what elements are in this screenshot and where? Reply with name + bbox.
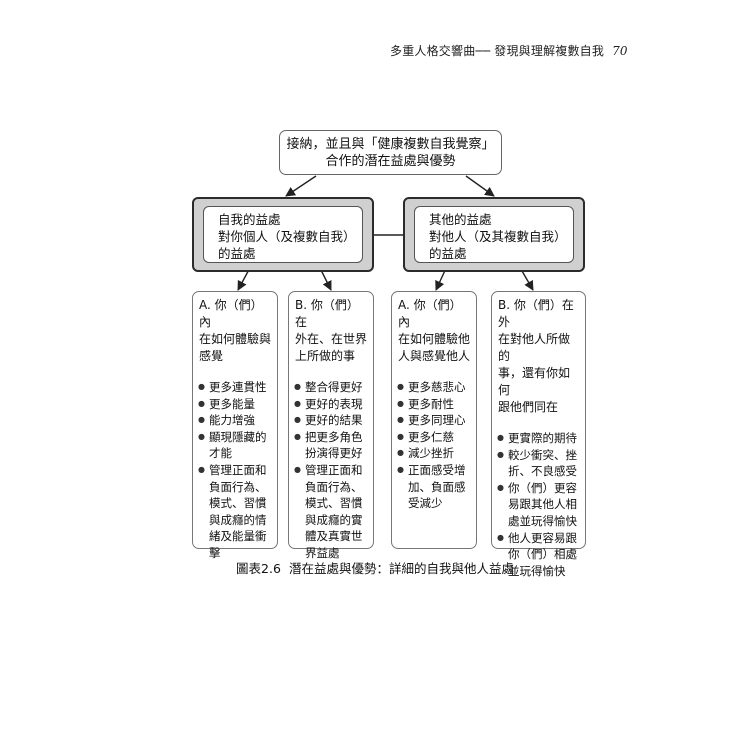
column-title-line: 外在、在世界: [295, 332, 368, 346]
column-title-line: A. 你（們）內: [199, 298, 263, 329]
benefit-item: 更多連貫性: [198, 379, 272, 396]
column-title-line: A. 你（們）內: [398, 298, 462, 329]
column-title: B. 你（們）在外在、在世界上所做的事: [295, 297, 368, 365]
benefit-item: 更好的表現: [294, 396, 368, 413]
benefit-list: 更實際的期待較少衝突、挫折、不良感受你（們）更容易跟其他人相處並玩得愉快他人更容…: [497, 430, 580, 580]
benefit-item: 更實際的期待: [497, 430, 580, 447]
other-box-line3: 的益處: [429, 246, 467, 261]
benefit-list: 整合得更好更好的表現更好的結果把更多角色扮演得更好管理正面和負面行為、模式、習慣…: [294, 379, 368, 562]
column-title-line: B. 你（們）在: [295, 298, 359, 329]
self-benefits-frame: 自我的益處 對你個人（及複數自我） 的益處: [192, 197, 374, 272]
benefit-item: 整合得更好: [294, 379, 368, 396]
column-title-line: 人與感覺他人: [398, 349, 471, 363]
column-other-inner: A. 你（們）內在如何體驗他人與感覺他人更多慈悲心更多耐性更多同理心更多仁慈減少…: [391, 291, 477, 549]
top-box-line1: 接納，並且與「健康複數自我覺察」: [286, 137, 495, 152]
self-benefits-box: 自我的益處 對你個人（及複數自我） 的益處: [203, 206, 363, 263]
running-header: 多重人格交響曲── 發現與理解複數自我 70: [390, 42, 628, 59]
column-title-line: 跟他們同在: [498, 400, 559, 414]
benefit-item: 更好的結果: [294, 412, 368, 429]
column-self-outer: B. 你（們）在外在、在世界上所做的事整合得更好更好的表現更好的結果把更多角色扮…: [288, 291, 374, 560]
benefit-item: 更多耐性: [397, 396, 471, 413]
top-box-line2: 合作的潛在益處與優勢: [325, 154, 456, 169]
arrow-top-to-self: [285, 175, 317, 197]
other-box-line2: 對他人（及其複數自我）: [429, 229, 567, 244]
column-title: A. 你（們）內在如何體驗與感覺: [199, 297, 272, 365]
benefit-item: 更多能量: [198, 396, 272, 413]
benefit-list: 更多慈悲心更多耐性更多同理心更多仁慈減少挫折正面感受增加、負面感受減少: [397, 379, 471, 512]
column-title-line: 在對他人所做的: [498, 332, 571, 363]
benefit-item: 能力增強: [198, 412, 272, 429]
benefit-item: 更多仁慈: [397, 429, 471, 446]
benefit-item: 把更多角色扮演得更好: [294, 429, 368, 462]
benefit-item: 管理正面和負面行為、模式、習慣與成癮的情緒及能量衝擊: [198, 462, 272, 562]
book-title: 多重人格交響曲── 發現與理解複數自我: [390, 44, 605, 58]
benefit-item: 管理正面和負面行為、模式、習慣與成癮的實體及真實世界益處: [294, 462, 368, 562]
benefit-item: 更多慈悲心: [397, 379, 471, 396]
column-title-line: 在如何體驗他: [398, 332, 471, 346]
column-self-inner: A. 你（們）內在如何體驗與感覺更多連貫性更多能量能力增強顯現隱藏的才能管理正面…: [192, 291, 278, 560]
arrow-top-to-other: [465, 175, 495, 197]
benefit-item: 更多同理心: [397, 412, 471, 429]
figure-number: 圖表2.6: [236, 561, 281, 576]
benefit-item: 你（們）更容易跟其他人相處並玩得愉快: [497, 480, 580, 530]
benefit-item: 減少挫折: [397, 445, 471, 462]
column-title-line: 上所做的事: [295, 349, 356, 363]
column-title-line: 在如何體驗與: [199, 332, 272, 346]
self-box-line2: 對你個人（及複數自我）: [218, 229, 356, 244]
other-box-line1: 其他的益處: [429, 212, 492, 227]
column-title-line: B. 你（們）在外: [498, 298, 574, 329]
benefit-item: 他人更容易跟你（們）相處並玩得愉快: [497, 530, 580, 580]
figure-caption: 圖表2.6 潛在益處與優勢：詳細的自我與他人益處: [0, 558, 750, 577]
column-other-outer: B. 你（們）在外在對他人所做的事，還有你如何跟他們同在更實際的期待較少衝突、挫…: [491, 291, 586, 578]
column-title: B. 你（們）在外在對他人所做的事，還有你如何跟他們同在: [498, 297, 580, 416]
other-benefits-box: 其他的益處 對他人（及其複數自我） 的益處: [414, 206, 574, 263]
top-box-benefits-overview: 接納，並且與「健康複數自我覺察」 合作的潛在益處與優勢: [279, 130, 502, 175]
self-box-line3: 的益處: [218, 246, 256, 261]
figure-caption-text: 潛在益處與優勢：詳細的自我與他人益處: [288, 561, 514, 576]
benefit-list: 更多連貫性更多能量能力增強顯現隱藏的才能管理正面和負面行為、模式、習慣與成癮的情…: [198, 379, 272, 562]
column-title-line: 感覺: [199, 349, 224, 363]
other-benefits-frame: 其他的益處 對他人（及其複數自我） 的益處: [403, 197, 585, 272]
page-number: 70: [612, 44, 628, 58]
benefit-item: 正面感受增加、負面感受減少: [397, 462, 471, 512]
column-title-line: 事，還有你如何: [498, 366, 571, 397]
self-box-line1: 自我的益處: [218, 212, 281, 227]
benefit-item: 較少衝突、挫折、不良感受: [497, 447, 580, 480]
benefit-item: 顯現隱藏的才能: [198, 429, 272, 462]
column-title: A. 你（們）內在如何體驗他人與感覺他人: [398, 297, 471, 365]
